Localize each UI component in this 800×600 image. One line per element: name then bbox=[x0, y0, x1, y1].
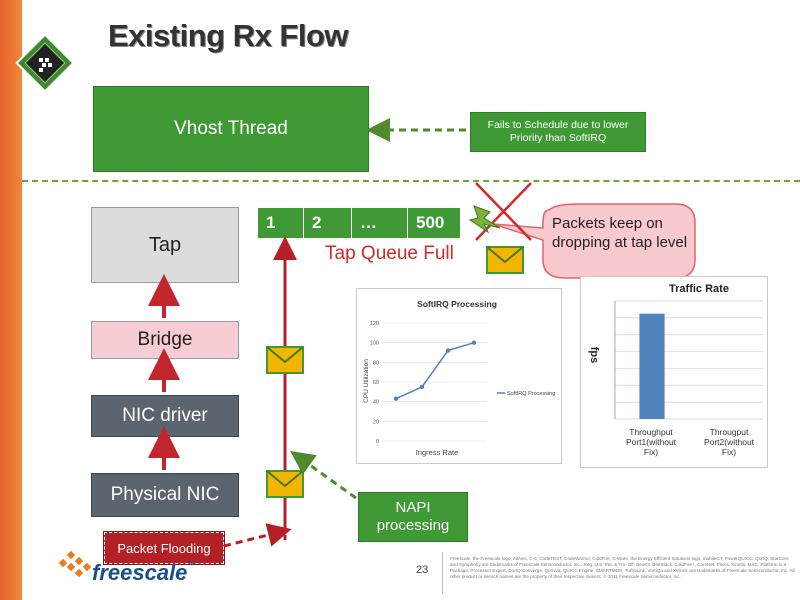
y-tick-label: 60 bbox=[373, 380, 379, 386]
data-point bbox=[471, 340, 477, 345]
arrow-napi bbox=[290, 451, 357, 500]
page-title: Existing Rx Flow bbox=[108, 18, 349, 53]
y-tick-label: 40 bbox=[373, 400, 379, 406]
y-tick-label: 120 bbox=[370, 321, 379, 327]
envelope-icon bbox=[266, 470, 304, 498]
freescale-chip-logo bbox=[15, 33, 75, 93]
arrow-flooding bbox=[223, 523, 292, 548]
bridge-label: Bridge bbox=[137, 329, 193, 350]
tap-queue-status: Tap Queue Full bbox=[325, 243, 454, 264]
physical-nic-box: Physical NIC bbox=[91, 473, 239, 517]
envelope-icon bbox=[486, 246, 524, 274]
fails-schedule-note: Fails to Schedule due to lower Priority … bbox=[470, 112, 646, 152]
queue-cell: 1 bbox=[258, 208, 304, 238]
footer-divider bbox=[442, 552, 443, 594]
tap-queue: 1 2 … 500 bbox=[258, 208, 460, 238]
queue-cell: … bbox=[352, 208, 408, 238]
vhost-thread-box: Vhost Thread bbox=[93, 86, 369, 172]
physical-nic-label: Physical NIC bbox=[110, 484, 220, 505]
traffic-chart-ylabel: fps bbox=[588, 347, 600, 364]
queue-cell: 500 bbox=[408, 208, 460, 238]
left-accent-stripe bbox=[0, 0, 22, 600]
softirq-chart-xlabel: Ingress Rate bbox=[416, 448, 459, 457]
lightning-bolt-icon bbox=[468, 205, 501, 234]
fails-schedule-label: Fails to Schedule due to lower Priority … bbox=[487, 119, 629, 144]
bar bbox=[639, 313, 665, 419]
freescale-wordmark: freescale bbox=[92, 560, 188, 585]
freescale-brand: freescale™ bbox=[92, 560, 195, 586]
softirq-chart: SoftIRQ Processing CPU Utilization Ingre… bbox=[356, 288, 562, 464]
data-point bbox=[419, 384, 425, 390]
page-number: 23 bbox=[416, 564, 429, 576]
nic-driver-label: NIC driver bbox=[122, 405, 208, 426]
y-tick-label: 20 bbox=[373, 419, 379, 425]
legal-text: Freescale, the Freescale logo, AltiVec, … bbox=[450, 556, 795, 579]
bridge-box: Bridge bbox=[91, 321, 239, 359]
y-tick-label: 100 bbox=[370, 341, 379, 347]
callout-text: Packets keep on dropping at tap level bbox=[552, 215, 688, 251]
napi-processing-label: NAPI processing bbox=[376, 499, 450, 534]
y-tick-label: 0 bbox=[376, 439, 379, 445]
separator-line bbox=[22, 180, 800, 182]
freescale-dots-logo bbox=[58, 550, 92, 578]
data-point bbox=[393, 396, 399, 401]
vhost-thread-label: Vhost Thread bbox=[174, 118, 288, 139]
softirq-chart-title: SoftIRQ Processing bbox=[417, 299, 497, 309]
softirq-chart-ylabel: CPU Utilization bbox=[363, 359, 370, 403]
softirq-legend-label: SoftIRQ Processing bbox=[507, 391, 555, 397]
packet-flooding-box: Packet Flooding bbox=[103, 531, 225, 565]
traffic-chart-title: Traffic Rate bbox=[669, 283, 729, 295]
series-line bbox=[395, 341, 475, 400]
y-tick-label: 80 bbox=[373, 360, 379, 366]
napi-processing-box: NAPI processing bbox=[358, 492, 468, 542]
trademark-mark: ™ bbox=[187, 560, 196, 569]
tap-label: Tap bbox=[148, 233, 182, 256]
envelope-icon bbox=[266, 346, 304, 374]
data-point bbox=[445, 348, 451, 353]
packet-flooding-label: Packet Flooding bbox=[117, 540, 211, 556]
queue-cell: 2 bbox=[304, 208, 352, 238]
